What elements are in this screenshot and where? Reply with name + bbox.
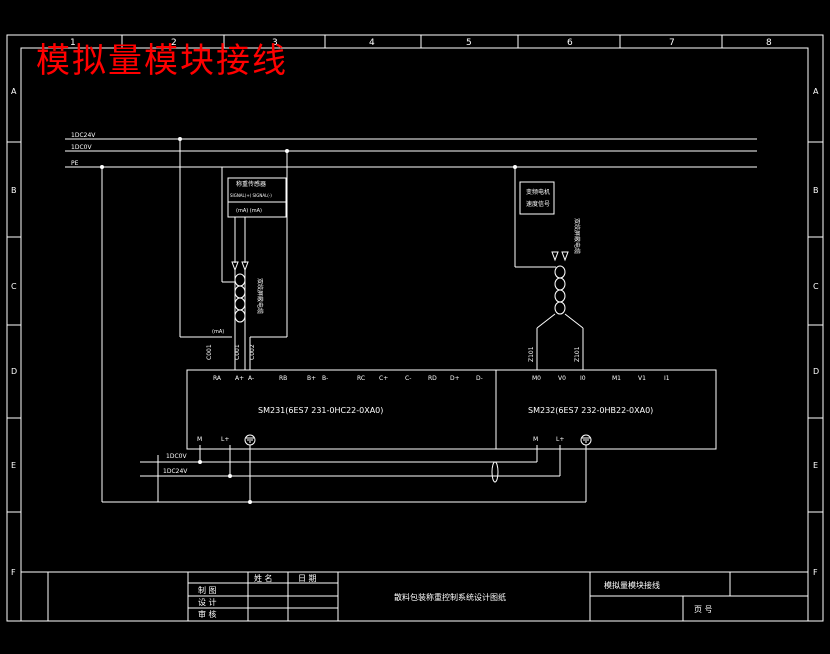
sm231-terminal-c-plus: C+: [379, 375, 388, 382]
lower-bus-label-0v: 1DC0V: [166, 453, 187, 460]
col-label-1: 1: [70, 38, 76, 48]
sm231-terminal-lplus: L+: [221, 436, 229, 443]
right-cable-label: 双绞屏蔽电缆: [573, 218, 581, 254]
tb-row-review: 审 核: [198, 609, 217, 619]
module-sm232: [495, 369, 717, 450]
sm231-terminal-rc: RC: [357, 375, 365, 382]
sm232-terminal-v0: V0: [558, 375, 566, 382]
sm232-terminal-m1: M1: [612, 375, 621, 382]
wire-label-1: C001: [206, 344, 213, 360]
left-tag: (mA): [212, 329, 224, 335]
wire-label-4: Z101: [528, 346, 535, 362]
tb-head-name: 姓 名: [254, 573, 273, 583]
row-label-E-left: E: [11, 461, 16, 470]
wire-label-3: C002: [249, 344, 256, 360]
row-label-A-left: A: [11, 87, 17, 96]
col-label-5: 5: [466, 38, 472, 48]
top-buses: [65, 138, 757, 168]
wire-label-2: C001: [234, 344, 241, 360]
tb-drawing: 模拟量模块接线: [604, 580, 660, 590]
wire-label-5: Z101: [574, 346, 581, 362]
row-label-B-left: B: [11, 186, 17, 195]
sm231-terminal-m: M: [197, 436, 202, 443]
sm231-label: SM231(6ES7 231-0HC22-0XA0): [258, 406, 383, 415]
col-label-6: 6: [567, 38, 573, 48]
sm232-terminal-m: M: [533, 436, 538, 443]
sm232-terminal-i1: I1: [664, 375, 670, 382]
sm231-terminal-rd: RD: [428, 375, 437, 382]
lower-buses: [101, 167, 587, 503]
lower-bus-label-24v: 1DC24V: [163, 468, 188, 475]
sm232-terminal-i0: I0: [580, 375, 586, 382]
sm231-terminal-d-plus: D+: [450, 375, 460, 382]
sm231-terminal-b-minus: B-: [322, 375, 328, 382]
tb-head-date: 日 期: [298, 574, 317, 583]
tb-row-draw: 制 图: [198, 585, 217, 595]
column-ruler: [121, 35, 723, 48]
col-label-3: 3: [272, 38, 278, 48]
right-box-line2: 速度信号: [526, 200, 550, 208]
row-label-D-left: D: [11, 367, 17, 376]
row-ruler: [7, 141, 823, 513]
sm231-terminal-a-minus: A-: [248, 375, 254, 382]
row-label-C-left: C: [11, 282, 17, 291]
bus-label-0v: 1DC0V: [71, 144, 92, 151]
title-block: [21, 571, 808, 621]
row-label-C-right: C: [813, 282, 819, 291]
bus-junctions: [100, 137, 517, 169]
outer-frame: [6, 34, 824, 622]
left-sensor-wiring: [179, 139, 288, 370]
ground-icon: [580, 434, 592, 446]
row-label-F-right: F: [813, 568, 818, 577]
col-label-2: 2: [171, 38, 177, 48]
ground-icon: [244, 434, 256, 446]
tb-project: 散料包装称重控制系统设计图纸: [394, 592, 506, 602]
lower-junctions: [198, 460, 252, 504]
sm231-terminal-d-minus: D-: [476, 375, 483, 382]
row-label-E-right: E: [813, 461, 818, 470]
sm231-terminal-b-plus: B+: [307, 375, 316, 382]
tb-row-design: 设 计: [198, 597, 217, 607]
page-title: 模拟量模块接线: [36, 41, 288, 81]
inner-frame: [20, 47, 809, 622]
col-label-4: 4: [369, 38, 375, 48]
col-label-7: 7: [669, 38, 675, 48]
right-box-line1: 变频电机: [526, 188, 550, 196]
sensor-box-line1: SIGNAL(+) SIGNAL(-): [230, 193, 272, 198]
sm232-terminal-lplus: L+: [556, 436, 564, 443]
tb-page: 页 号: [694, 605, 713, 614]
sm231-terminal-ra: RA: [213, 375, 222, 382]
sm232-terminal-m0: M0: [532, 375, 541, 382]
sm231-terminal-rb: RB: [279, 375, 287, 382]
row-label-B-right: B: [813, 186, 819, 195]
bus-label-24v: 1DC24V: [71, 132, 96, 139]
bus-label-pe: PE: [71, 160, 79, 167]
col-label-8: 8: [766, 38, 772, 48]
right-signal-wiring: [514, 167, 584, 370]
left-cable-label: 双绞屏蔽电缆: [256, 278, 264, 314]
sm232-terminal-v1: V1: [638, 375, 646, 382]
sensor-box-title: 称重传感器: [236, 180, 266, 188]
row-label-D-right: D: [813, 367, 819, 376]
sm231-terminal-a-plus: A+: [235, 375, 244, 382]
sm232-label: SM232(6ES7 232-0HB22-0XA0): [528, 406, 653, 415]
row-label-F-left: F: [11, 568, 16, 577]
row-label-A-right: A: [813, 87, 819, 96]
sm231-terminal-c-minus: C-: [405, 375, 411, 382]
sensor-box-line2: (mA) (mA): [236, 208, 262, 214]
